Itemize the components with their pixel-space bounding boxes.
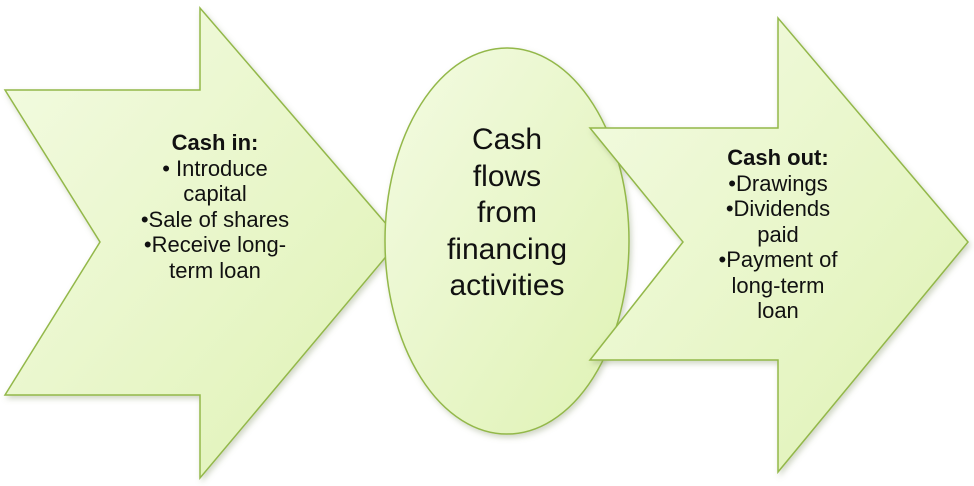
center-line: from [477,196,537,230]
cash-in-line: •Receive long- [143,232,287,258]
cash-out-heading: Cash out: [727,145,829,170]
cash-out-line: loan [757,298,799,324]
cash-in-line: term loan [169,257,261,283]
cash-out-line: •Dividends [725,196,831,222]
cash-in-line: • Introduce [162,155,268,181]
cash-in-arrow [3,5,401,481]
center-line: flows [472,159,542,193]
cash-in-line: •Sale of shares [140,206,290,232]
cash-out-text: Cash out: •Drawings •Dividends paid •Pay… [668,145,888,324]
cash-in-line: capital [183,181,247,207]
cash-in-heading: Cash in: [171,130,259,155]
center-line: activities [449,269,565,303]
center-line: Cash [471,123,543,156]
cash-out-line: long-term [731,272,825,298]
cash-out-line: •Drawings [728,170,828,196]
cash-out-line: paid [757,221,799,247]
center-text: Cash flows from financing activities [400,122,614,305]
financing-activities-ellipse [384,47,630,435]
center-line: financing [446,232,568,266]
cash-in-text: Cash in: • Introduce capital •Sale of sh… [100,130,330,283]
cash-out-line: •Payment of [718,247,838,273]
cash-out-arrow [588,15,969,475]
